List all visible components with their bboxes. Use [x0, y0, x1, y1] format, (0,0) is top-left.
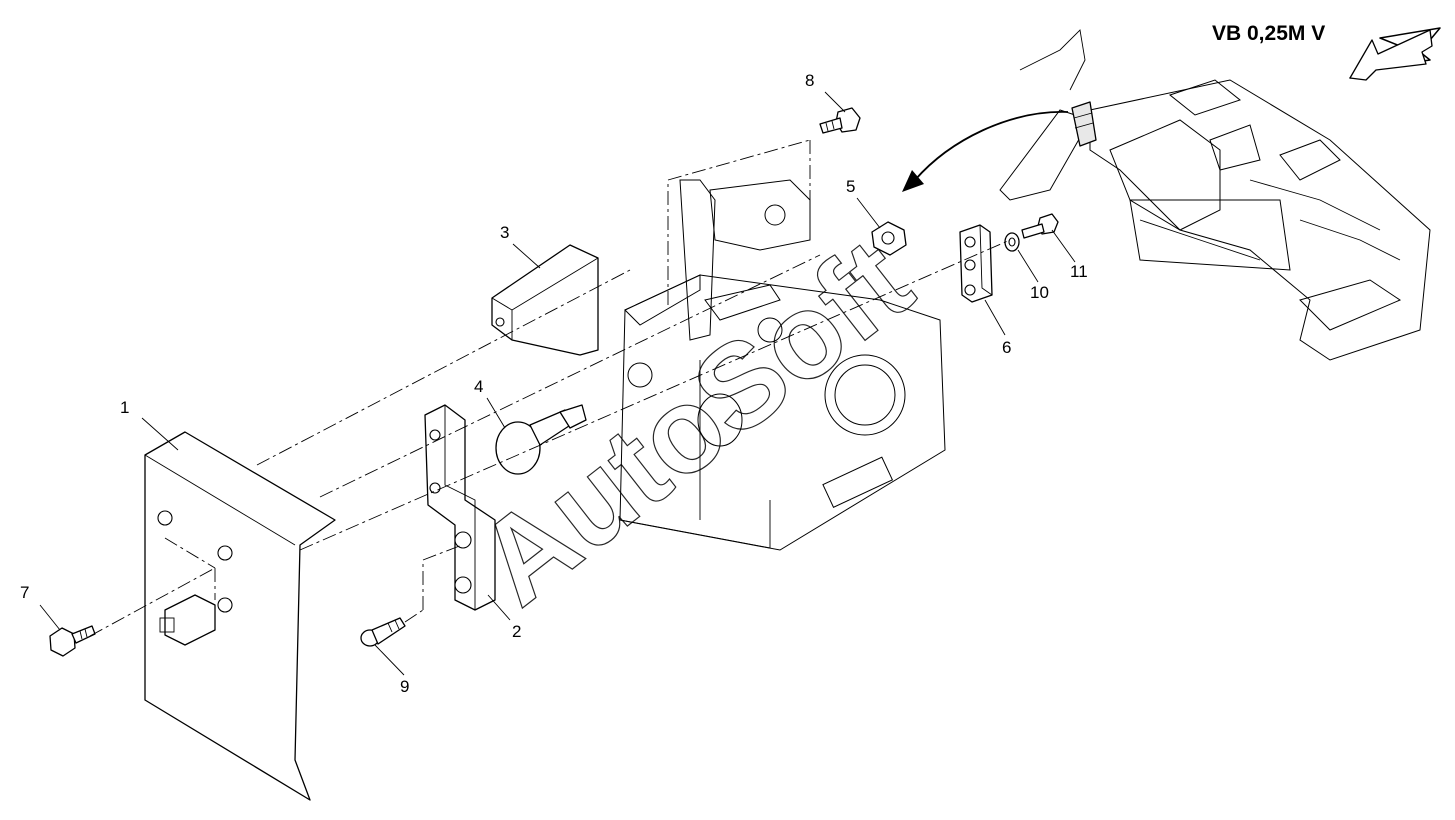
part-9-bolt: [360, 617, 406, 647]
callout-6: 6: [1002, 338, 1011, 357]
part-11-bolt: [1021, 213, 1059, 239]
assembly-center-lines: [89, 139, 1011, 637]
callout-4: 4: [474, 377, 483, 396]
part-3-block: [491, 244, 599, 356]
main-housing: [619, 179, 946, 551]
part-6-plate: [959, 224, 993, 303]
callout-7: 7: [20, 583, 29, 602]
part-7-bolt: [49, 625, 96, 657]
callout-9: 9: [400, 677, 409, 696]
part-8-bolt: [819, 107, 861, 134]
part-4-pin: [495, 404, 587, 475]
part-10-washer: [1004, 232, 1020, 252]
part-5-nut: [871, 221, 907, 256]
callout-11: 11: [1070, 262, 1088, 281]
part-2-bracket: [424, 404, 496, 611]
callouts: 1 2 3 4 5 6 7 8 9 10 11: [20, 71, 1088, 696]
callout-8: 8: [805, 71, 814, 90]
part-1-cover-plate: [144, 431, 336, 801]
view-direction-arrow-icon: [1349, 27, 1441, 81]
leader-lines: [39, 91, 1076, 676]
callout-10: 10: [1030, 283, 1049, 302]
callout-5: 5: [846, 177, 855, 196]
callout-2: 2: [512, 622, 521, 641]
view-title: VB 0,25M V: [1212, 22, 1325, 45]
callout-3: 3: [500, 223, 509, 242]
callout-1: 1: [120, 398, 129, 417]
machine-overview: [902, 29, 1431, 361]
